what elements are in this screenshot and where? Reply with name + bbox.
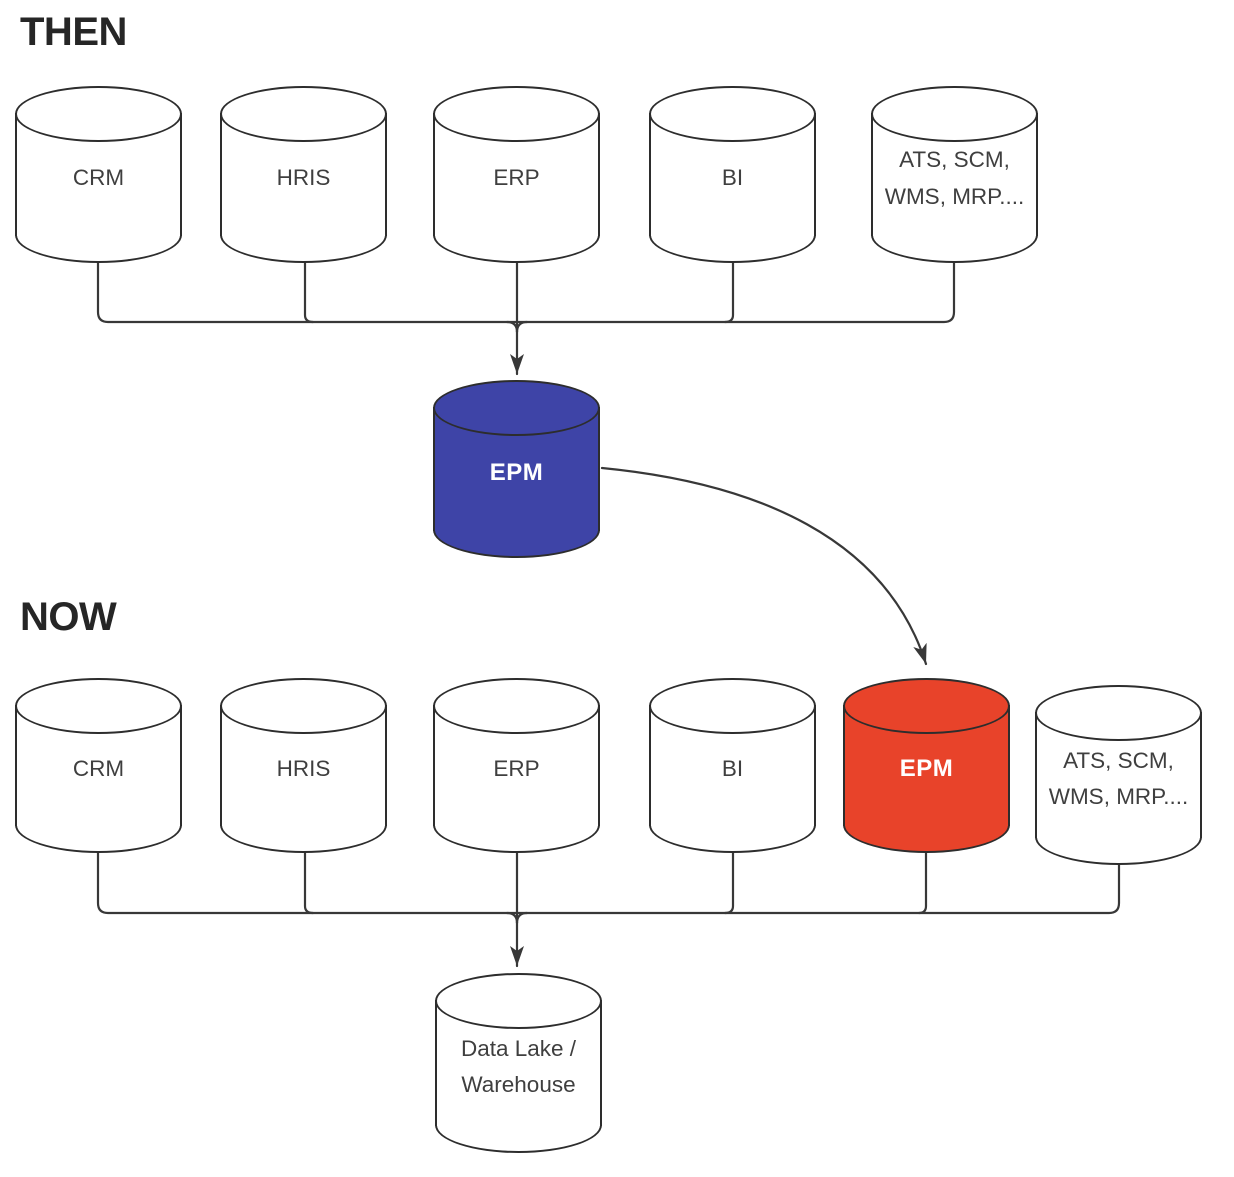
now-db-cylinder-epm: EPM [843, 678, 1010, 853]
cylinder-top-ellipse [649, 86, 816, 142]
db-label: BI [721, 756, 744, 782]
cylinder-top-ellipse [433, 678, 600, 734]
now-db-cylinder-ats-scm-wms-mrp: ATS, SCM, WMS, MRP.... [1035, 685, 1202, 865]
cylinder-top-ellipse [220, 86, 387, 142]
then-db-cylinder-ats-scm-wms-mrp: ATS, SCM, WMS, MRP.... [871, 86, 1038, 263]
cylinder-top-ellipse [433, 380, 600, 436]
cylinder-top-ellipse [1035, 685, 1202, 741]
cylinder-top-ellipse [871, 86, 1038, 142]
db-label: EPM [489, 458, 544, 486]
db-label: ATS, SCM, WMS, MRP.... [1035, 685, 1202, 865]
db-label-line1: ATS, SCM, [899, 147, 1010, 173]
then-db-cylinder-hris: HRIS [220, 86, 387, 263]
db-label: CRM [72, 756, 125, 782]
then-hris-stub-line [303, 261, 315, 324]
now-epm-stub-line [917, 851, 928, 915]
cylinder-top-ellipse [15, 86, 182, 142]
now-heading: NOW [20, 595, 117, 639]
db-label-line2: WMS, MRP.... [884, 183, 1025, 209]
db-label: Data Lake / Warehouse [435, 973, 602, 1153]
then-bi-stub-line [723, 261, 735, 324]
db-label: HRIS [276, 756, 331, 782]
cylinder-top-ellipse [220, 678, 387, 734]
now-bus-line [96, 851, 1121, 915]
now-db-cylinder-bi: BI [649, 678, 816, 853]
cylinder-top-ellipse [843, 678, 1010, 734]
db-label: ERP [493, 756, 540, 782]
db-label-line2: Warehouse [461, 1072, 576, 1097]
now-db-cylinder-datalake-warehouse: Data Lake / Warehouse [435, 973, 602, 1153]
then-bus-junction-right [515, 320, 529, 334]
now-bi-stub-line [723, 851, 735, 915]
then-bus-line [96, 261, 956, 324]
now-bus-junction-left [505, 911, 519, 925]
db-label-line2: WMS, MRP.... [1048, 784, 1189, 809]
db-label: BI [721, 165, 744, 191]
now-bus-junction-right [515, 911, 529, 925]
db-label-line1: ATS, SCM, [1063, 747, 1174, 773]
cylinder-top-ellipse [15, 678, 182, 734]
epm-then-to-now-arrow [600, 466, 928, 666]
db-label: CRM [72, 165, 125, 191]
then-db-cylinder-crm: CRM [15, 86, 182, 263]
then-db-cylinder-erp: ERP [433, 86, 600, 263]
now-db-cylinder-erp: ERP [433, 678, 600, 853]
now-db-cylinder-crm: CRM [15, 678, 182, 853]
cylinder-top-ellipse [649, 678, 816, 734]
db-label: HRIS [276, 165, 331, 191]
db-label: ATS, SCM, WMS, MRP.... [871, 86, 1038, 263]
db-label: ERP [493, 165, 540, 191]
db-label: EPM [899, 755, 954, 783]
now-hris-stub-line [303, 851, 315, 915]
cylinder-top-ellipse [433, 86, 600, 142]
cylinder-top-ellipse [435, 973, 602, 1029]
then-db-cylinder-bi: BI [649, 86, 816, 263]
db-label-line1: Data Lake / [460, 1035, 577, 1061]
now-db-cylinder-hris: HRIS [220, 678, 387, 853]
then-heading: THEN [20, 10, 127, 54]
then-db-cylinder-epm: EPM [433, 380, 600, 558]
then-bus-junction-left [505, 320, 519, 334]
